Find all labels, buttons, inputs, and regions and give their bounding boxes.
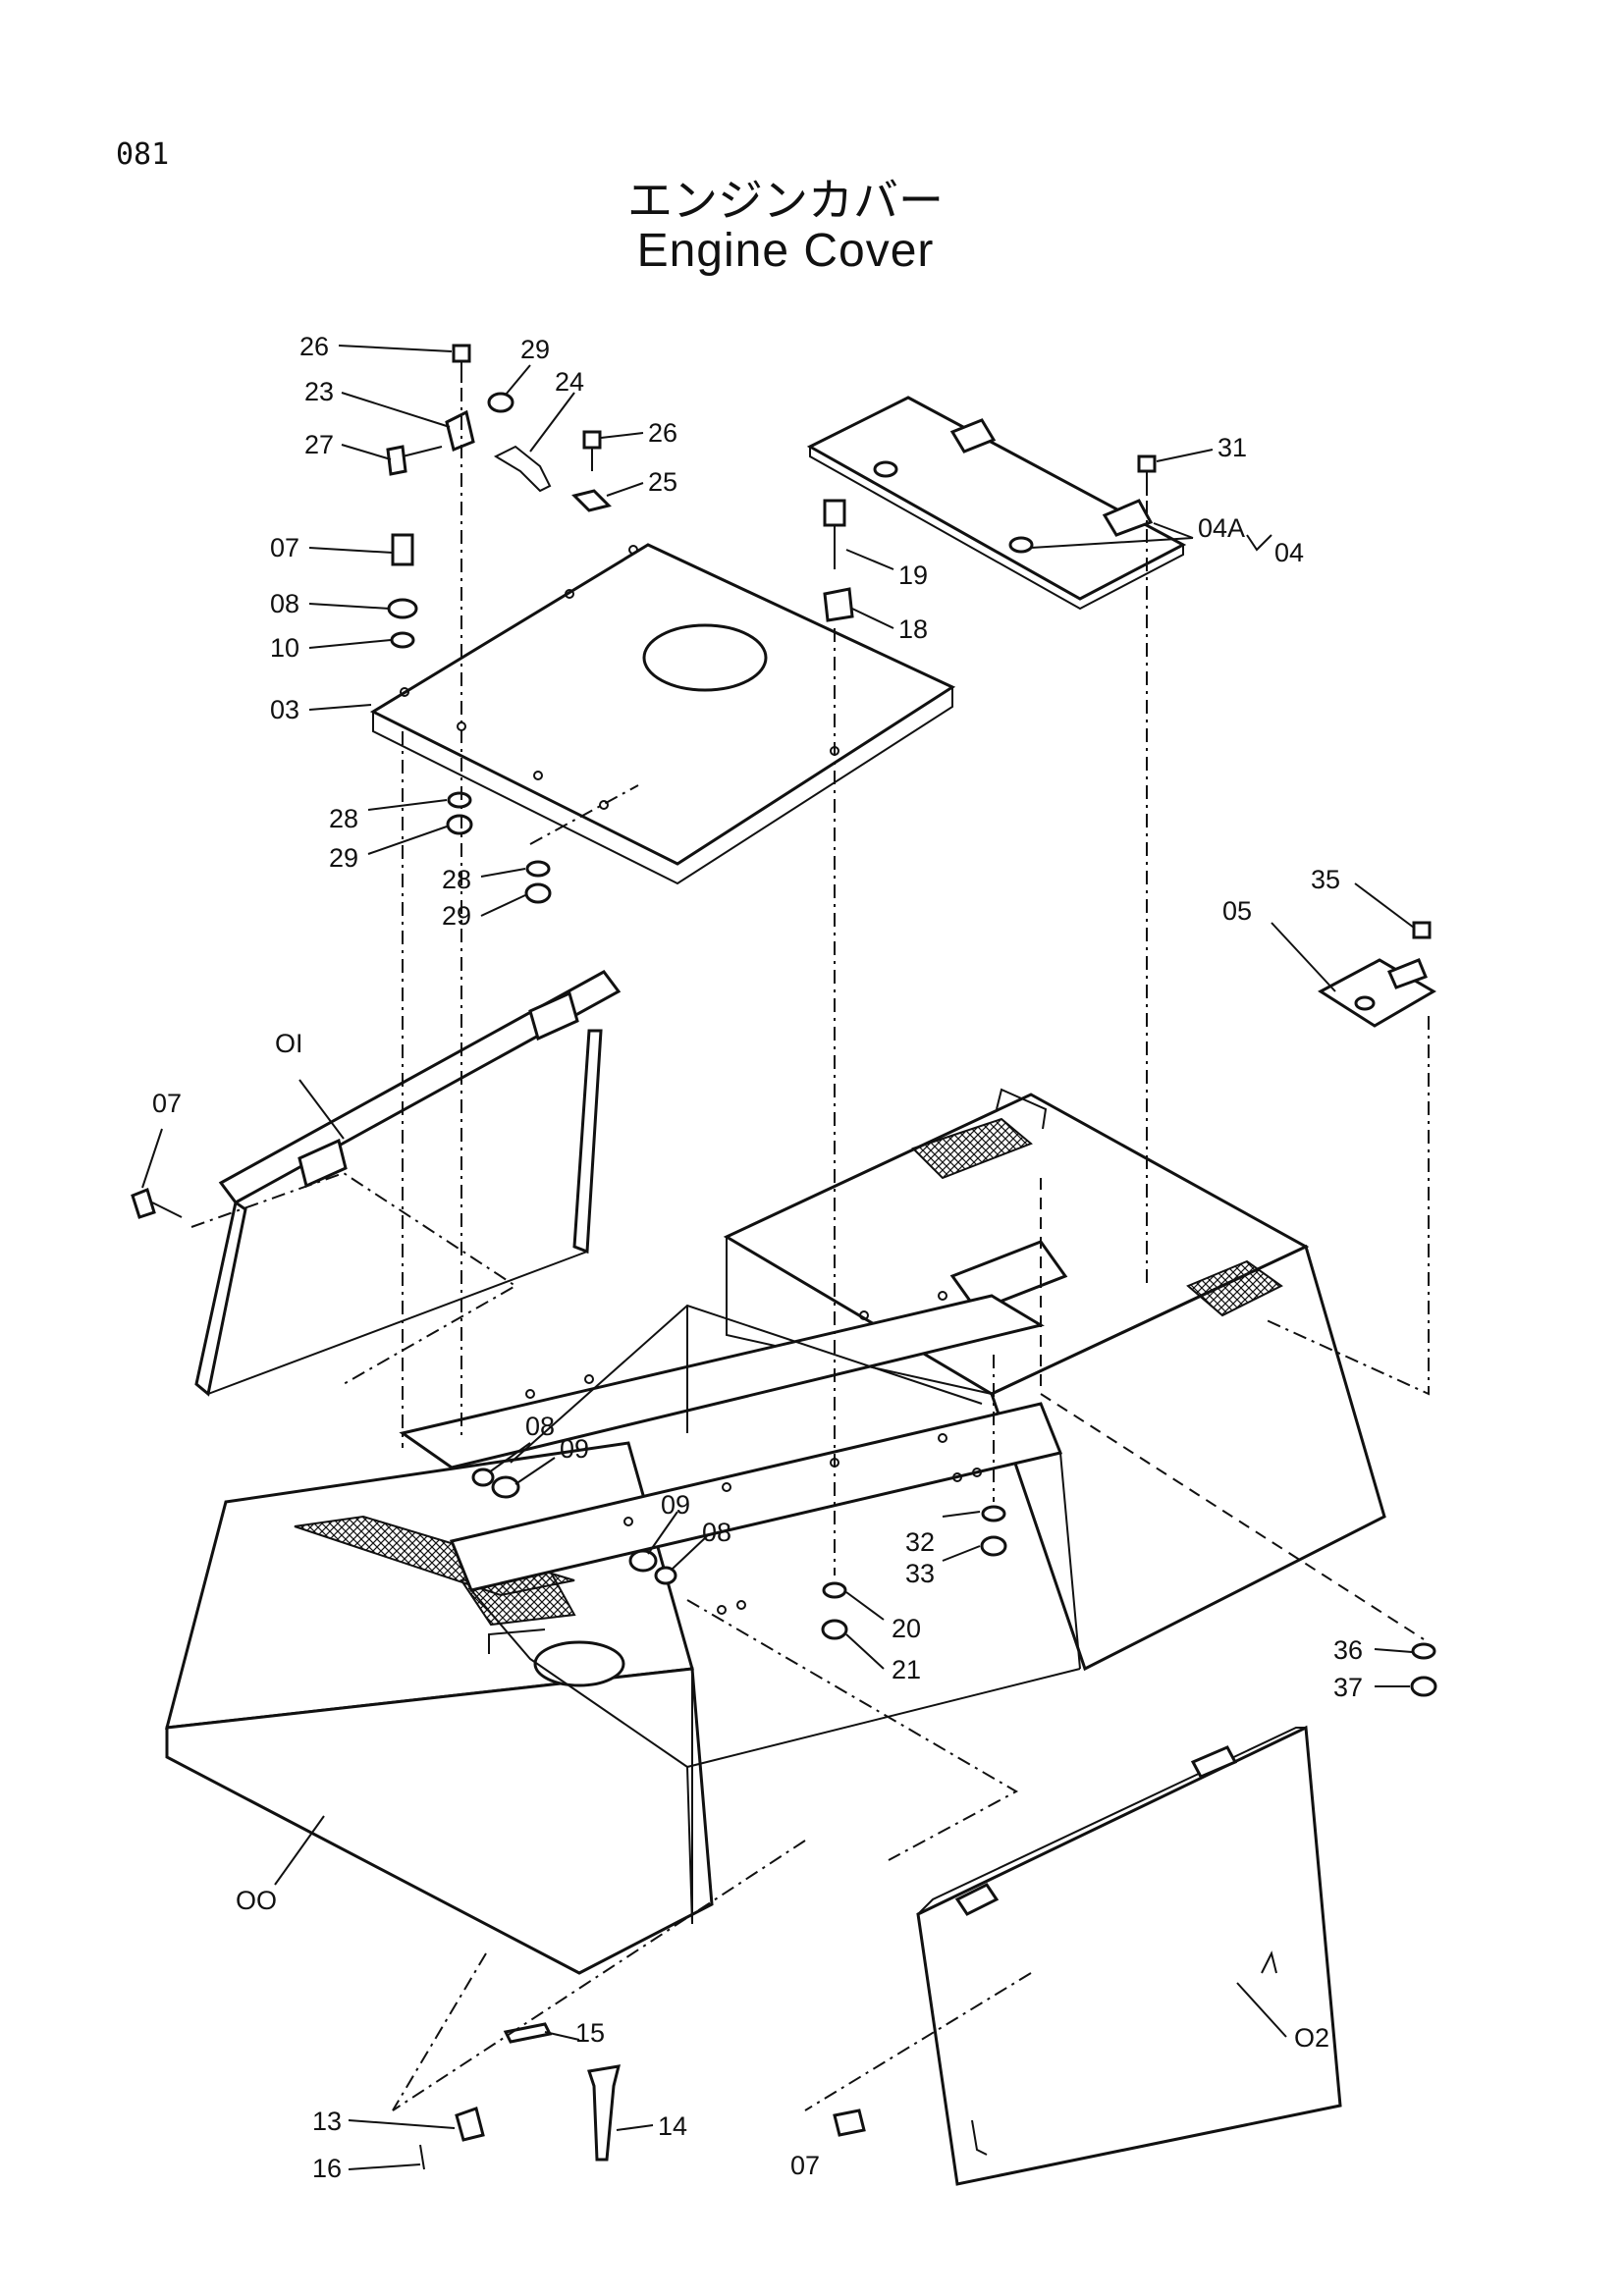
callout-label: 28 <box>329 804 358 833</box>
callout-label: 03 <box>270 695 299 724</box>
callout-label: 16 <box>312 2154 342 2183</box>
callout-label: 21 <box>892 1655 921 1684</box>
callout-label: 27 <box>304 430 334 459</box>
small-cover-plate <box>1318 958 1436 1028</box>
callout-label: 13 <box>312 2107 342 2136</box>
title-japanese: エンジンカバー <box>627 174 944 227</box>
title-english: Engine Cover <box>636 225 935 277</box>
callout-label: 36 <box>1333 1635 1363 1665</box>
callout-label: 08 <box>270 589 299 618</box>
callout-label: 29 <box>329 843 358 873</box>
callout-label: 19 <box>898 561 928 590</box>
right-side-door <box>916 1725 1342 2186</box>
callout-label: 09 <box>560 1434 589 1464</box>
callout-label: 05 <box>1222 896 1252 926</box>
callout-label: 08 <box>525 1412 555 1441</box>
page-number: 081 <box>116 137 170 172</box>
callout-label: 20 <box>892 1614 921 1643</box>
callout-label: 18 <box>898 614 928 644</box>
callout-label: 23 <box>304 377 334 406</box>
engine-cover-body <box>164 1088 1386 1975</box>
callout-label: O2 <box>1294 2023 1329 2053</box>
callout-label: 33 <box>905 1559 935 1588</box>
callout-label: 31 <box>1217 433 1247 462</box>
callout-label: 25 <box>648 467 677 497</box>
callout-label: 32 <box>905 1527 935 1557</box>
callout-label: 35 <box>1311 865 1340 894</box>
callout-label: 24 <box>555 367 584 397</box>
callout-label: 26 <box>299 332 329 361</box>
assembly-lines <box>190 388 1430 2111</box>
left-side-door <box>194 970 622 1397</box>
callout-label: 10 <box>270 633 299 663</box>
callout-label: 29 <box>442 901 471 931</box>
callout-label: 07 <box>270 533 299 562</box>
top-plate <box>369 543 956 885</box>
callout-label: 04 <box>1274 538 1304 567</box>
callout-label: 37 <box>1333 1673 1363 1702</box>
callout-label: OI <box>275 1029 303 1058</box>
callout-label: 07 <box>152 1089 182 1118</box>
callout-label: 08 <box>702 1518 731 1547</box>
callout-label: OO <box>236 1886 277 1915</box>
callout-label: 15 <box>575 2018 605 2048</box>
leader-lines <box>141 345 1415 2170</box>
callout-label: 14 <box>658 2111 687 2141</box>
callout-label: 07 <box>790 2151 820 2180</box>
callout-label: 04A <box>1198 513 1245 543</box>
hardware-parts <box>131 344 1437 2170</box>
callout-label: 26 <box>648 418 677 448</box>
callout-label: 29 <box>520 335 550 364</box>
hatch-cover-plate <box>806 396 1187 611</box>
callout-labels: 26 29 23 24 27 26 25 07 08 10 03 19 18 3… <box>152 332 1363 2183</box>
callout-label: 28 <box>442 865 471 894</box>
callout-label: 09 <box>661 1490 690 1520</box>
